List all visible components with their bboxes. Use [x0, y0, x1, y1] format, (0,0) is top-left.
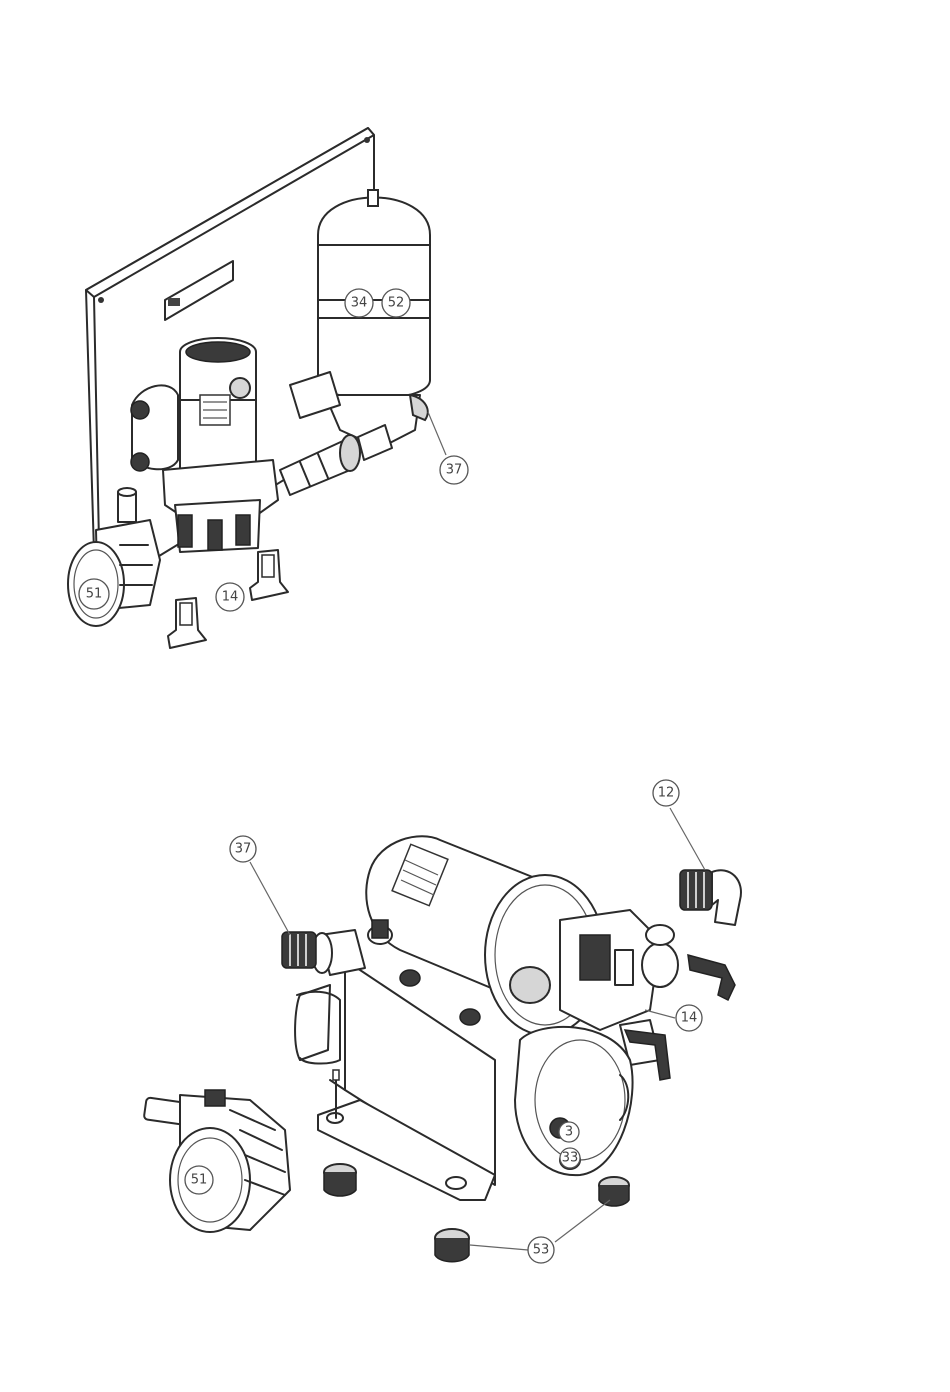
callout-34: 34 — [345, 289, 373, 317]
svg-text:52: 52 — [388, 296, 405, 311]
callout-53-bottom: 53 — [528, 1237, 554, 1263]
svg-text:37: 37 — [446, 463, 463, 478]
svg-text:14: 14 — [222, 590, 239, 605]
callout-37-bottom: 37 — [230, 836, 256, 862]
bottom-assembly: 37 12 14 51 53 3 33 — [144, 780, 741, 1263]
callout-12-bottom: 12 — [653, 780, 679, 806]
svg-text:37: 37 — [235, 842, 252, 857]
callout-14-bottom: 14 — [676, 1005, 702, 1031]
callout-51: 51 — [79, 579, 109, 609]
callout-3-bottom: 3 — [559, 1122, 579, 1142]
svg-text:51: 51 — [191, 1173, 208, 1188]
svg-text:14: 14 — [681, 1011, 698, 1026]
callout-14: 14 — [216, 583, 244, 611]
outlet-elbow — [680, 870, 741, 925]
callout-33-bottom: 33 — [560, 1148, 580, 1168]
left-clip — [295, 985, 330, 1060]
svg-text:12: 12 — [658, 786, 675, 801]
inlet-fitting — [282, 930, 365, 975]
bottom-strainer — [144, 1090, 290, 1232]
svg-text:33: 33 — [562, 1151, 579, 1166]
base-plate — [297, 960, 495, 1200]
svg-text:53: 53 — [533, 1243, 550, 1258]
top-assembly: 34 52 37 51 14 — [68, 128, 468, 648]
svg-text:51: 51 — [86, 587, 103, 602]
callout-52: 52 — [382, 289, 410, 317]
svg-text:34: 34 — [351, 296, 368, 311]
callout-51-bottom: 51 — [185, 1166, 213, 1194]
callout-37: 37 — [440, 456, 468, 484]
svg-text:3: 3 — [565, 1125, 573, 1140]
